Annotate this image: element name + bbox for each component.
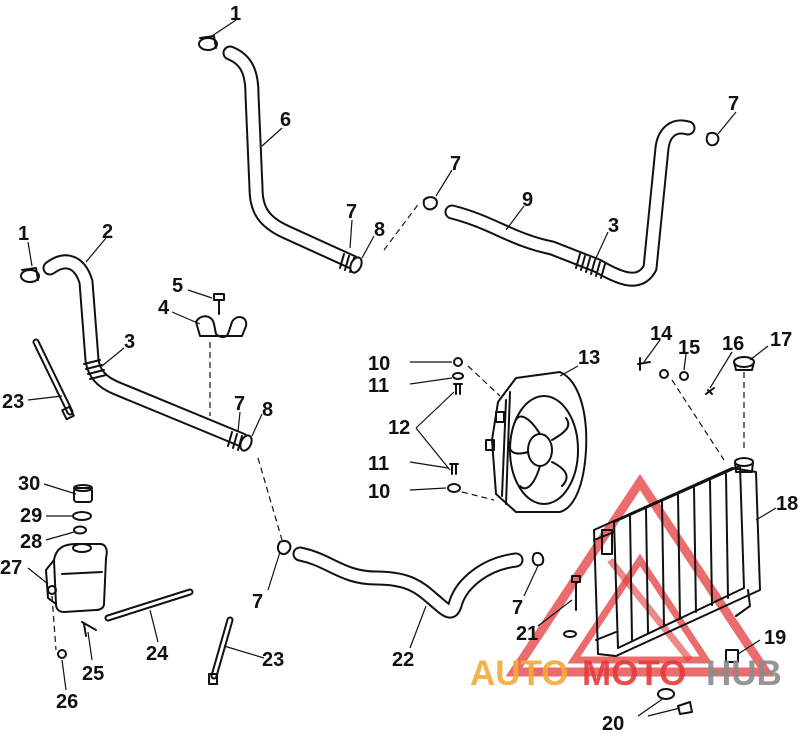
clamp-1-top — [198, 35, 218, 51]
callout-13: 13 — [578, 347, 600, 369]
watermark-hub: HUB — [706, 654, 782, 693]
filler-neck — [734, 457, 754, 473]
clamp-7-bottom-left — [276, 540, 292, 556]
callout-27: 27 — [0, 557, 22, 579]
washer-11-top — [452, 372, 464, 380]
fitting-25 — [81, 621, 97, 637]
callout-4: 4 — [158, 297, 170, 319]
callout-7-bottom-left: 7 — [252, 591, 263, 613]
watermark-triangle-inner — [567, 553, 713, 664]
watermark-moto: MOTO — [582, 654, 686, 693]
hose-9-corrugation — [575, 253, 606, 279]
clamp-7-top-right — [705, 132, 720, 147]
watermark-text: AUTO MOTO HUB — [470, 654, 782, 693]
clamp-7-mid — [422, 196, 438, 211]
bolt-5 — [213, 293, 225, 315]
callout-3-left: 3 — [124, 331, 135, 353]
clamp-7-bottom-right — [531, 552, 545, 567]
radiator-18 — [593, 465, 761, 657]
callout-23-bottom: 23 — [262, 649, 284, 671]
radiator-cap-17 — [733, 356, 755, 371]
nut-26 — [57, 649, 67, 659]
watermark-auto: AUTO — [470, 654, 569, 693]
bolt-12-top — [453, 383, 463, 395]
callout-15: 15 — [678, 337, 700, 359]
hose-9 — [444, 119, 696, 287]
leader-lines — [27, 19, 777, 717]
clamp-1-left — [20, 267, 40, 283]
callout-12: 12 — [388, 417, 410, 439]
bolt-11-bottom — [449, 463, 459, 475]
callout-29: 29 — [20, 505, 42, 527]
callout-5: 5 — [172, 275, 183, 297]
bolt-14 — [637, 357, 651, 371]
callout-9: 9 — [522, 189, 533, 211]
fan-hub — [527, 433, 553, 467]
nut-10-bottom — [447, 483, 461, 493]
callout-20: 20 — [602, 713, 624, 734]
callout-28: 28 — [20, 531, 42, 553]
callout-21: 21 — [516, 623, 538, 645]
callout-7-hose6: 7 — [346, 201, 357, 223]
hose-22 — [292, 546, 524, 619]
callout-23-left: 23 — [2, 391, 24, 413]
hose-2 — [42, 254, 253, 452]
callout-30: 30 — [18, 473, 40, 495]
radiator-fins — [629, 473, 729, 641]
callout-10-top: 10 — [368, 353, 390, 375]
cap-30 — [73, 484, 93, 503]
callout-22: 22 — [392, 649, 414, 671]
hose-2-corrugation — [83, 359, 107, 380]
callout-1-left: 1 — [18, 223, 29, 245]
callout-labels: 1 6 7 8 7 9 3 7 1 2 3 5 4 7 8 23 10 11 1… — [0, 3, 798, 734]
fan-blades — [508, 415, 570, 490]
washer-15 — [659, 369, 669, 379]
watermark-slash — [607, 557, 693, 663]
callout-26: 26 — [56, 691, 78, 713]
ring-28 — [73, 525, 87, 535]
callout-7-top-right: 7 — [728, 93, 739, 115]
callout-19: 19 — [764, 627, 786, 649]
overflow-tank-27 — [45, 543, 108, 613]
nut-10-top — [453, 357, 463, 367]
callout-7-mid: 7 — [450, 153, 461, 175]
callout-18: 18 — [776, 493, 798, 515]
tie-strap-23-left — [32, 338, 75, 421]
fastener-16 — [705, 387, 715, 395]
callout-6: 6 — [280, 109, 291, 131]
fan-shroud-13 — [485, 371, 588, 513]
callout-2: 2 — [102, 221, 113, 243]
bolt-21 — [563, 575, 581, 638]
callout-24: 24 — [146, 643, 169, 665]
hose-2-end — [239, 434, 253, 452]
callout-11-bottom: 11 — [368, 453, 389, 475]
grommet-20b — [677, 701, 693, 715]
callout-14: 14 — [650, 323, 673, 345]
callout-1-top: 1 — [230, 3, 241, 25]
seal-29 — [72, 511, 92, 521]
tie-strap-23-bottom — [208, 616, 234, 685]
rod-24 — [104, 588, 194, 622]
callout-3-right: 3 — [608, 215, 619, 237]
callout-8-hose2: 8 — [262, 399, 273, 421]
callout-11-top: 11 — [368, 375, 389, 397]
bracket-4 — [195, 315, 248, 338]
hose-6-end — [349, 256, 363, 274]
callout-17: 17 — [770, 329, 792, 351]
hose-6 — [222, 45, 363, 274]
callout-8-hose6: 8 — [374, 219, 385, 241]
grommet-20a — [657, 688, 675, 700]
callout-25: 25 — [82, 663, 104, 685]
callout-7-bottom-right: 7 — [512, 597, 523, 619]
nut-15 — [679, 371, 689, 381]
drain-19 — [725, 649, 739, 663]
callout-10-bottom: 10 — [368, 481, 390, 503]
callout-7-hose2: 7 — [234, 393, 245, 415]
callout-16: 16 — [722, 333, 744, 355]
